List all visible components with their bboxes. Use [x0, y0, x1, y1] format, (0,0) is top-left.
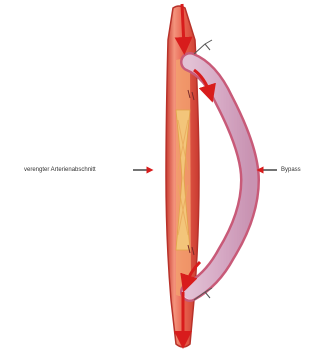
bypass-label: Bypass	[281, 166, 301, 174]
narrowed-segment-label: verengter Arterienabschnitt	[24, 166, 96, 174]
flow-arrow-top	[182, 4, 184, 46]
